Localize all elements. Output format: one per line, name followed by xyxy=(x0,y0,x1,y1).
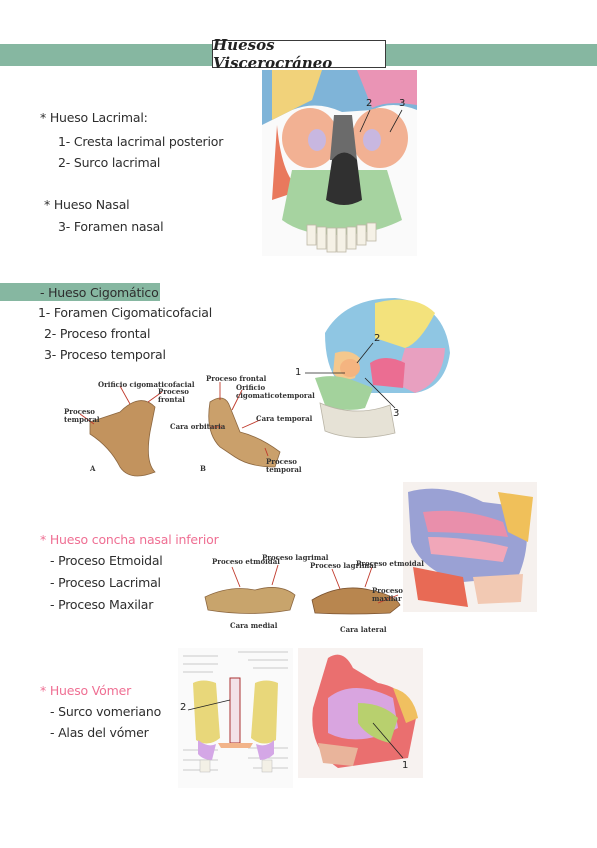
zyg-cara-temporal: Cara temporal xyxy=(256,414,313,423)
cigomatico-highlight xyxy=(0,283,160,301)
zyg-orificio-cigomaticofacial: Orificio cigomaticofacial xyxy=(98,380,195,389)
vomer-item-2: - Alas del vómer xyxy=(50,725,149,740)
skull2-label-2: 2 xyxy=(374,333,381,344)
skull-front-image: 2 3 xyxy=(262,70,417,256)
lacrimal-item-1: 1- Cresta lacrimal posterior xyxy=(58,134,224,149)
lacrimal-heading: * Hueso Lacrimal: xyxy=(40,110,148,125)
concha-item-1: - Proceso Etmoidal xyxy=(50,553,163,568)
vomer-coronal-figure: 2 xyxy=(178,648,293,788)
concha-cara-medial: Cara medial xyxy=(230,621,278,630)
nasal-heading: * Hueso Nasal xyxy=(44,197,130,212)
vomer-heading: * Hueso Vómer xyxy=(40,683,132,698)
page-title: Huesos Viscerocráneo xyxy=(213,36,333,72)
vomer-label-2: 2 xyxy=(180,702,187,713)
concha-item-2: - Proceso Lacrimal xyxy=(50,575,161,590)
zyg-letter-a: A xyxy=(90,464,96,473)
zyg-proceso-temporal-a: Proceso temporal xyxy=(64,407,100,424)
skull-lateral-image: 1 2 3 xyxy=(295,293,455,443)
nasal-cavity-image xyxy=(403,482,537,612)
concha-proceso-etmoidal-b: Proceso etmoidal xyxy=(356,559,424,568)
concha-item-3: - Proceso Maxilar xyxy=(50,597,154,612)
cigomatico-item-3: 3- Proceso temporal xyxy=(44,347,166,362)
cigomatico-heading: - Hueso Cigomático xyxy=(40,285,159,300)
vomer-item-1: - Surco vomeriano xyxy=(50,704,162,719)
skull1-label-2: 2 xyxy=(366,98,373,109)
concha-proceso-lagrimal-a: Proceso lagrimal xyxy=(262,553,329,562)
zygomatic-bone-figure: Orificio cigomaticofacial Proceso fronta… xyxy=(60,372,315,482)
skull1-label-3: 3 xyxy=(399,98,406,109)
vomer-sagittal-image: 1 xyxy=(298,648,423,778)
cigomatico-item-2: 2- Proceso frontal xyxy=(44,326,151,341)
concha-cara-lateral: Cara lateral xyxy=(340,625,387,634)
title-box: Huesos Viscerocráneo xyxy=(212,36,386,72)
concha-bone-figure: Proceso etmoidal Proceso lagrimal Cara m… xyxy=(200,553,424,635)
lacrimal-item-2: 2- Surco lacrimal xyxy=(58,155,161,170)
zyg-proceso-frontal-b: Proceso frontal xyxy=(206,374,267,383)
concha-proceso-etmoidal-a: Proceso etmoidal xyxy=(212,557,280,566)
concha-heading: * Hueso concha nasal inferior xyxy=(40,532,219,547)
concha-proceso-maxilar: Proceso maxilar xyxy=(372,586,403,603)
zyg-orificio-cigomaticotemporal: Orificio cigomaticotemporal xyxy=(236,383,315,400)
zyg-proceso-temporal-b: Proceso temporal xyxy=(266,457,302,474)
skull2-label-3: 3 xyxy=(393,408,400,419)
concha-proceso-lagrimal-b: Proceso lagrimal xyxy=(310,561,377,570)
skull2-label-1: 1 xyxy=(295,367,302,378)
vomer-label-1: 1 xyxy=(402,760,409,771)
zyg-proceso-frontal-a: Proceso frontal xyxy=(158,387,189,404)
nasal-item-1: 3- Foramen nasal xyxy=(58,219,164,234)
zyg-cara-orbitaria: Cara orbitaria xyxy=(170,422,226,431)
cigomatico-item-1: 1- Foramen Cigomaticofacial xyxy=(38,305,213,320)
zyg-letter-b: B xyxy=(200,464,206,473)
